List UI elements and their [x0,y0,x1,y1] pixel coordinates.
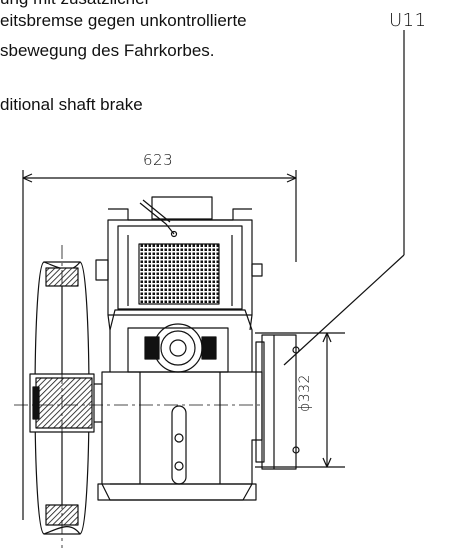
caption-english: ditional shaft brake [0,95,143,114]
centre-lines [14,245,262,548]
reference-leader [283,30,405,366]
gearbox-housing [97,309,263,501]
width-dimension [22,170,297,520]
reference-label: U11 [389,10,427,31]
caption-line-2: eitsbremse gegen unkontrollierte [0,11,247,30]
brake-assembly [95,196,263,331]
diameter-dimension [255,332,345,468]
caption-line-3: sbewegung des Fahrkorbes. [0,41,215,60]
traction-sheave [29,261,102,535]
shaft-brake-drum [255,334,300,470]
caption-line-1: ung mit zusätzlicher [0,0,150,9]
width-dimension-label: 623 [143,151,174,169]
